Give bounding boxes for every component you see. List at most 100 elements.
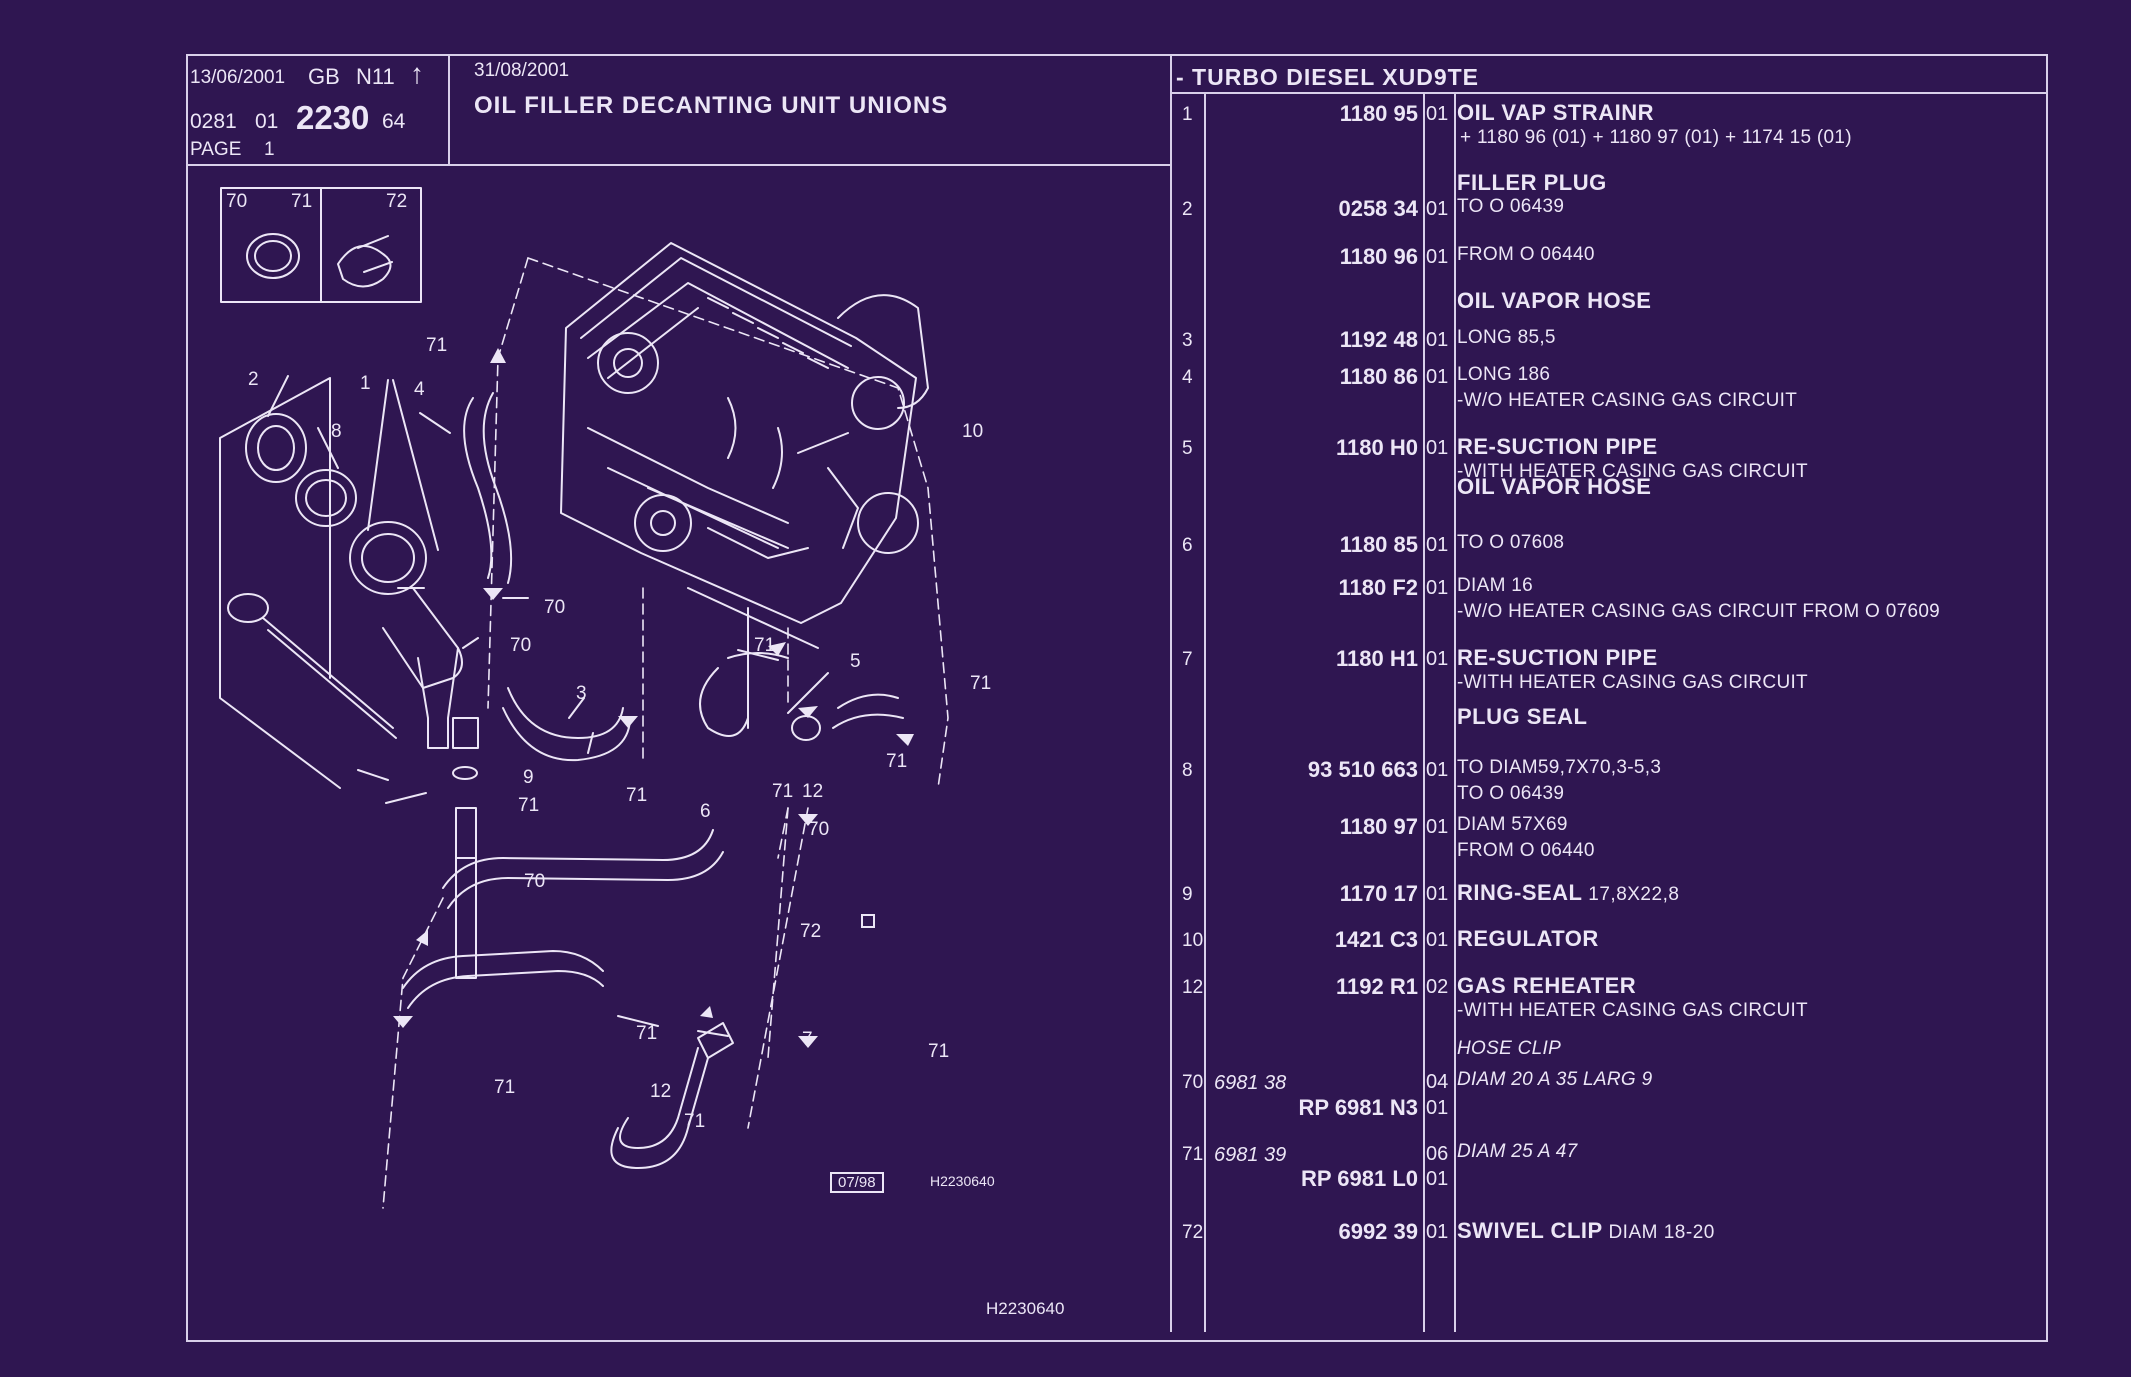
part-detail-inline: DIAM 18-20 <box>1602 1222 1715 1243</box>
part-detail: DIAM 57X69 <box>1457 814 1568 835</box>
part-quantity: 01 <box>1426 534 1449 556</box>
callout-70-d: 70 <box>524 871 546 892</box>
part-reference: 0258 34 <box>1338 196 1418 221</box>
part-detail: LONG 85,5 <box>1457 327 1556 348</box>
part-index: 71 <box>1182 1144 1204 1165</box>
part-quantity: 01 <box>1426 329 1449 351</box>
header-page-num: 1 <box>264 139 275 160</box>
legend-label-70: 70 <box>226 191 248 212</box>
part-detail: TO O 06439 <box>1457 196 1565 217</box>
diagram-date-tag: 07/98 <box>830 1172 884 1193</box>
diagram-drawing <box>219 187 949 1209</box>
part-quantity: 01 <box>1426 103 1449 125</box>
oil-vapor-hose-6 <box>442 829 724 909</box>
part-quantity: 01 <box>1426 198 1449 220</box>
part-index: 72 <box>1182 1222 1204 1243</box>
callout-70-b: 70 <box>510 635 532 656</box>
part-reference: 1192 48 <box>1339 327 1418 352</box>
part-reference: 1180 97 <box>1339 814 1418 839</box>
part-quantity: 04 <box>1426 1071 1449 1093</box>
part-reference: 1192 R1 <box>1336 974 1418 999</box>
part-detail: DIAM 20 A 35 LARG 9 <box>1457 1069 1653 1090</box>
col-divider-idx <box>1204 94 1206 1332</box>
part-index: 8 <box>1182 760 1193 781</box>
callout-12-b: 12 <box>650 1081 672 1102</box>
part-index: 10 <box>1182 930 1204 951</box>
part-quantity: 01 <box>1426 366 1449 388</box>
hose-clip-icon <box>246 233 300 279</box>
callout-71-d: 71 <box>754 635 776 656</box>
part-alt-ref: 6981 39 <box>1214 1144 1287 1166</box>
part-index: 70 <box>1182 1072 1204 1093</box>
divider-left-right <box>1170 54 1172 1332</box>
part-name: GAS REHEATER <box>1457 973 1637 998</box>
part-quantity: 01 <box>1426 816 1449 838</box>
callout-71-e: 71 <box>886 751 908 772</box>
part-index: 6 <box>1182 535 1193 556</box>
part-detail: DIAM 16 <box>1457 575 1534 596</box>
part-name: RING-SEAL 17,8X22,8 <box>1457 880 1680 905</box>
part-reference: 1421 C3 <box>1334 927 1418 952</box>
callout-9: 9 <box>523 767 534 788</box>
part-reference: 1180 F2 <box>1338 575 1418 600</box>
header-page-label: PAGE <box>190 139 242 160</box>
header-lang: GB <box>308 64 340 89</box>
legend-label-71: 71 <box>291 191 313 212</box>
header-ref-mid: 01 <box>255 110 279 133</box>
header-ref-main: 2230 <box>296 99 370 136</box>
callout-71-k: 71 <box>684 1111 706 1132</box>
part-index: 7 <box>1182 649 1193 670</box>
catalog-frame <box>186 54 2048 1342</box>
part-reference: 93 510 663 <box>1307 757 1418 782</box>
part-detail: -WITH HEATER CASING GAS CIRCUIT <box>1457 461 1808 482</box>
callout-71-b: 71 <box>518 795 540 816</box>
part-quantity: 01 <box>1426 437 1449 459</box>
part-name: OIL VAPOR HOSE <box>1457 474 1652 499</box>
engine-block <box>560 242 929 729</box>
part-quantity: 01 <box>1426 883 1449 905</box>
part-reference: 1170 17 <box>1339 881 1418 906</box>
callout-71-a: 71 <box>426 335 448 356</box>
part-detail: TO O 07608 <box>1457 532 1565 553</box>
part-alt-ref: 6981 38 <box>1214 1072 1287 1094</box>
callout-71-j: 71 <box>494 1077 516 1098</box>
header-date-right: 31/08/2001 <box>474 60 570 81</box>
oil-vapor-hose-4 <box>463 392 513 584</box>
part-index: 3 <box>1182 330 1193 351</box>
part-detail: -W/O HEATER CASING GAS CIRCUIT <box>1457 390 1798 411</box>
callout-70-a: 70 <box>544 597 566 618</box>
part-reference: 1180 85 <box>1339 532 1418 557</box>
filler-assembly <box>219 377 479 979</box>
callout-12-a: 12 <box>802 781 824 802</box>
callout-5: 5 <box>850 651 861 672</box>
part-reference: RP 6981 L0 <box>1300 1166 1418 1191</box>
page-title: OIL FILLER DECANTING UNIT UNIONS <box>474 92 949 119</box>
arrow-up-icon: ↑ <box>410 58 424 89</box>
swivel-legend-box <box>320 187 422 303</box>
callout-70-c: 70 <box>808 819 830 840</box>
header-rule-right <box>1170 92 2048 94</box>
callout-10: 10 <box>962 421 984 442</box>
re-suction-pipe-5 <box>699 652 904 737</box>
callout-2: 2 <box>248 369 259 390</box>
header-divider <box>448 54 450 166</box>
part-detail: DIAM 25 A 47 <box>1457 1141 1578 1162</box>
part-reference: 1180 96 <box>1339 244 1418 269</box>
engine-title: - TURBO DIESEL XUD9TE <box>1176 64 1479 90</box>
callout-71-c: 71 <box>626 785 648 806</box>
callout-71-g: 71 <box>970 673 992 694</box>
part-detail: TO O 06439 <box>1457 783 1565 804</box>
header-rule-left <box>186 164 1170 166</box>
diagram-code-bottom: H2230640 <box>986 1299 1065 1318</box>
part-detail: -WITH HEATER CASING GAS CIRCUIT <box>1457 672 1808 693</box>
part-quantity: 01 <box>1426 1221 1449 1243</box>
part-detail: TO DIAM59,7X70,3-5,3 <box>1457 757 1662 778</box>
callout-7: 7 <box>802 1029 813 1050</box>
part-reference: RP 6981 N3 <box>1298 1095 1418 1120</box>
part-reference: 1180 95 <box>1339 101 1418 126</box>
part-quantity: 01 <box>1426 577 1449 599</box>
re-suction-pipe-7 <box>402 950 604 1009</box>
part-reference: 6992 39 <box>1338 1219 1418 1244</box>
callout-72: 72 <box>800 921 822 942</box>
callout-3: 3 <box>576 683 587 704</box>
